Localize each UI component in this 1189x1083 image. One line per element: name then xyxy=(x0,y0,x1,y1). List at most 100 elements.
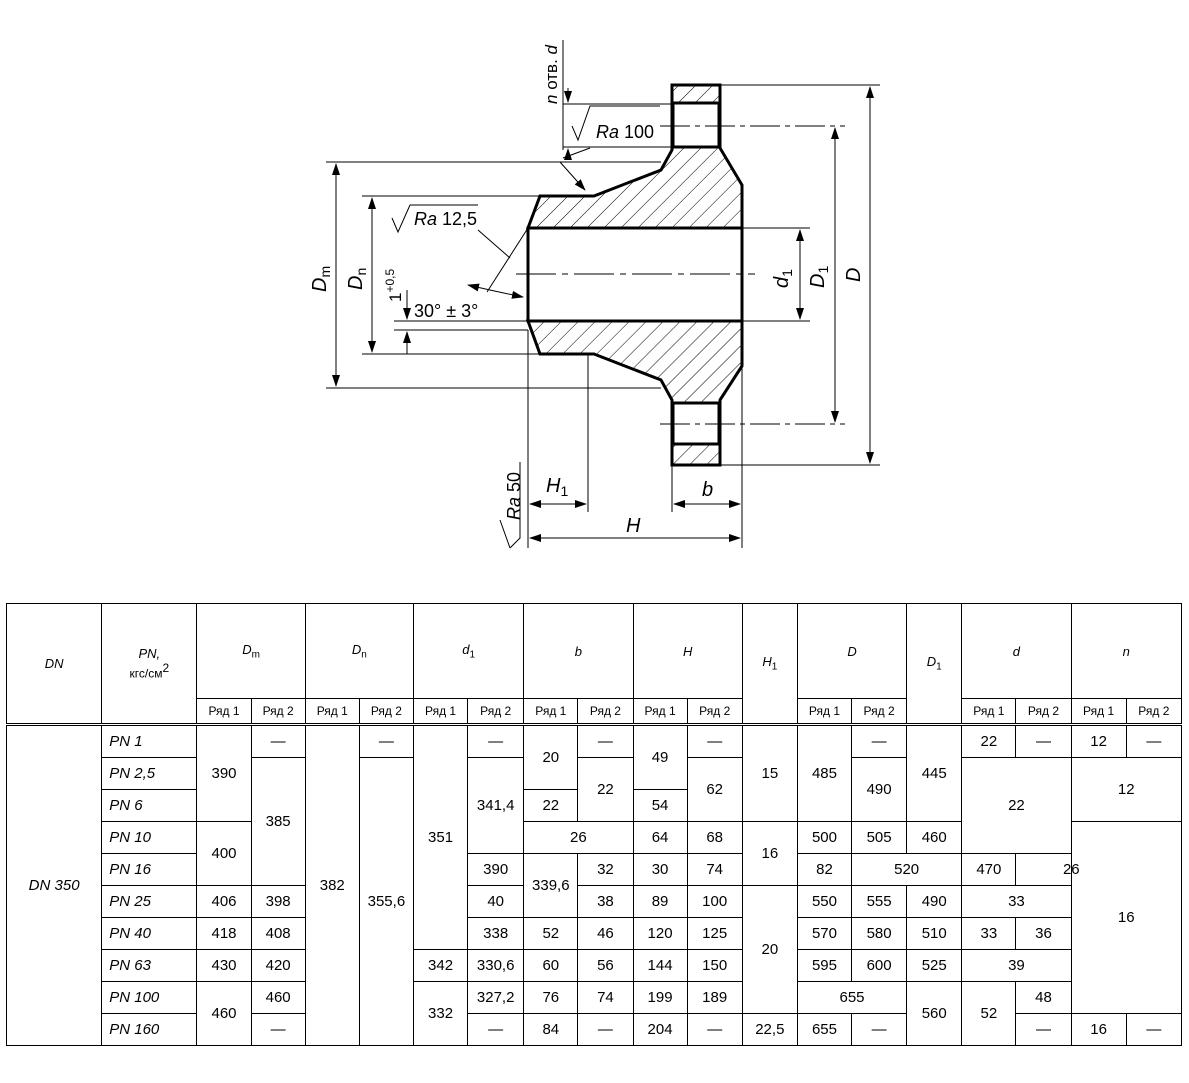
dim-H-label: H xyxy=(626,515,641,537)
cell: 406 xyxy=(196,885,252,918)
cell: 22 xyxy=(577,757,634,822)
cell: 560 xyxy=(906,981,963,1046)
cell: 655 xyxy=(796,1013,853,1046)
sub-row2: Ряд 2 xyxy=(851,698,908,725)
cell: 89 xyxy=(632,885,688,918)
header-D1: D1 xyxy=(906,603,963,725)
header-dn-col: Dn xyxy=(304,603,414,699)
cell: 39 xyxy=(961,949,1072,982)
dim-b-label: b xyxy=(702,479,713,501)
cell: 120 xyxy=(632,917,688,950)
dim-dn-label: Dn xyxy=(345,268,369,290)
sub-row2: Ряд 2 xyxy=(1015,698,1072,725)
cell: 46 xyxy=(577,917,634,950)
cell: 54 xyxy=(632,789,688,822)
sub-row2: Ряд 2 xyxy=(358,698,414,725)
pn-label: PN 16 xyxy=(101,853,198,886)
cell: 490 xyxy=(906,885,963,918)
cell: 12 xyxy=(1070,723,1127,758)
cell: 32 xyxy=(577,853,634,886)
cell: — xyxy=(358,723,414,758)
cell: 339,6 xyxy=(523,853,579,918)
cell: 332 xyxy=(412,981,469,1046)
cell: 330,6 xyxy=(467,949,525,982)
cell: 68 xyxy=(686,821,743,854)
cell: 510 xyxy=(906,917,963,950)
dim-d1-label: d1 xyxy=(771,269,795,288)
cell: 460 xyxy=(906,821,963,854)
header-dm: Dm xyxy=(196,603,306,699)
cell: 20 xyxy=(741,885,798,1014)
cell: 408 xyxy=(250,917,306,950)
header-D: D xyxy=(796,603,908,699)
cell: 12 xyxy=(1070,757,1183,822)
cell: 22 xyxy=(961,723,1017,758)
cell: 338 xyxy=(467,917,525,950)
pn-label: PN 100 xyxy=(101,981,198,1014)
cell: 125 xyxy=(686,917,743,950)
dim-H1-label: H1 xyxy=(546,475,568,499)
cell: 520 xyxy=(851,853,963,886)
ra100-label: Ra 100 xyxy=(596,122,654,142)
cell: 62 xyxy=(686,757,743,822)
ra125-label: Ra 12,5 xyxy=(414,209,477,229)
sub-row1: Ряд 1 xyxy=(796,698,853,725)
pn-label: PN 2,5 xyxy=(101,757,198,790)
flange-drawing: n отв. d Ra 100 Ra 12,5 30° ± 3° Ra 50 D… xyxy=(309,40,880,549)
cell: 460 xyxy=(196,981,252,1046)
cell: 100 xyxy=(686,885,743,918)
cell: 26 xyxy=(1015,853,1127,886)
cell: — xyxy=(851,723,908,758)
cell: 60 xyxy=(523,949,579,982)
cell: 56 xyxy=(577,949,634,982)
cell: 418 xyxy=(196,917,252,950)
cell: 76 xyxy=(523,981,579,1014)
cell: — xyxy=(467,1013,525,1046)
cell: — xyxy=(1125,1013,1183,1046)
sub-row1: Ряд 1 xyxy=(412,698,469,725)
cell: 74 xyxy=(577,981,634,1014)
cell: — xyxy=(577,1013,634,1046)
header-h: H xyxy=(632,603,743,699)
sub-row2: Ряд 2 xyxy=(577,698,634,725)
header-dn: DN xyxy=(5,603,103,725)
cell: 199 xyxy=(632,981,688,1014)
cell: 49 xyxy=(632,723,688,790)
cell: 398 xyxy=(250,885,306,918)
cell: 33 xyxy=(961,885,1072,918)
pn-label: PN 10 xyxy=(101,821,198,854)
cell: — xyxy=(1015,723,1072,758)
cell: — xyxy=(577,723,634,758)
cell: 84 xyxy=(523,1013,579,1046)
cell: 600 xyxy=(851,949,908,982)
ra50-label: Ra 50 xyxy=(504,472,524,520)
cell: 420 xyxy=(250,949,306,982)
cell: — xyxy=(1125,723,1183,758)
pn-label: PN 1 xyxy=(101,723,198,758)
sub-row1: Ряд 1 xyxy=(196,698,252,725)
cell: — xyxy=(1015,1013,1072,1046)
cell: — xyxy=(250,723,306,758)
cell: 550 xyxy=(796,885,853,918)
header-n: n xyxy=(1070,603,1183,699)
cell: 189 xyxy=(686,981,743,1014)
cell: — xyxy=(467,723,525,758)
cell: 385 xyxy=(250,757,306,886)
cell: 430 xyxy=(196,949,252,982)
header-pn: PN, кгс/см2 xyxy=(101,603,198,725)
sub-row2: Ряд 2 xyxy=(686,698,743,725)
cell: 40 xyxy=(467,885,525,918)
pn-label: PN 63 xyxy=(101,949,198,982)
cell: 144 xyxy=(632,949,688,982)
cell: 16 xyxy=(1070,1013,1127,1046)
cell: 33 xyxy=(961,917,1017,950)
dim-dm-label: Dm xyxy=(309,266,333,292)
dimensions-table: DN PN, кгс/см2 Dm Dn d1 b H H1 D D1 d n … xyxy=(5,603,1183,1046)
cell: — xyxy=(250,1013,306,1046)
cell: 150 xyxy=(686,949,743,982)
cell: 555 xyxy=(851,885,908,918)
cell: 595 xyxy=(796,949,853,982)
sub-row1: Ряд 1 xyxy=(523,698,579,725)
cell: 22 xyxy=(523,789,579,822)
cell: 82 xyxy=(796,853,853,886)
